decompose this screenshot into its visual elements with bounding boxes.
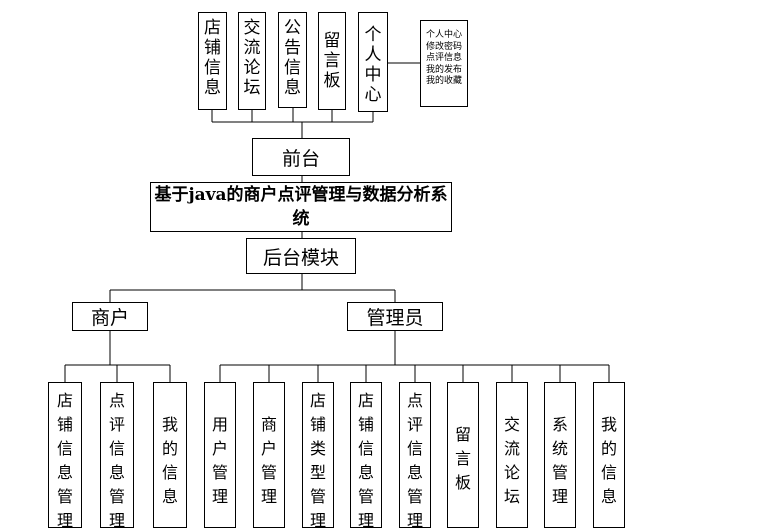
admin-module-label: 我的信息	[601, 415, 618, 506]
front-module-label: 店铺信息	[204, 18, 221, 98]
admin-module-label: 点评信息管理	[407, 391, 424, 530]
admin-module-label: 留言板	[455, 425, 472, 492]
admin-module-label: 交流论坛	[504, 415, 521, 506]
admin-module-forum: 交流论坛	[496, 382, 528, 528]
merchant-node-label: 商户	[90, 307, 129, 329]
admin-module-shop-type-mgmt: 店铺类型管理	[302, 382, 334, 530]
merchant-node: 商户	[72, 302, 148, 331]
note-line: 点评信息	[425, 53, 462, 63]
admin-module-system-mgmt: 系统管理	[544, 382, 576, 528]
admin-module-my-info: 我的信息	[593, 382, 625, 528]
admin-module-user-mgmt: 用户管理	[204, 382, 236, 528]
system-title-node: 基于java的商户点评管理与数据分析系统	[150, 182, 452, 232]
personal-center-note: 个人中心 修改密码 点评信息 我的发布 我的收藏	[420, 20, 468, 107]
front-module-shop-info: 店铺信息	[198, 12, 227, 110]
admin-node: 管理员	[347, 302, 443, 331]
note-line: 个人中心	[425, 30, 462, 40]
admin-node-label: 管理员	[366, 307, 424, 329]
front-module-personal-center: 个人中心	[358, 12, 388, 112]
admin-module-message-board: 留言板	[447, 382, 479, 528]
front-module-label: 留言板	[323, 31, 341, 91]
note-line: 修改密码	[425, 41, 462, 52]
note-line: 我的收藏	[425, 76, 462, 86]
front-node-label: 前台	[281, 147, 320, 170]
merchant-module-review-mgmt: 点评信息管理	[100, 382, 134, 530]
admin-module-label: 用户管理	[212, 415, 229, 506]
merchant-module-label: 点评信息管理	[109, 391, 126, 530]
front-node: 前台	[252, 138, 350, 176]
backend-node: 后台模块	[246, 238, 356, 274]
admin-module-label: 商户管理	[261, 415, 278, 506]
admin-module-label: 系统管理	[552, 415, 569, 506]
merchant-module-shop-info-mgmt: 店铺信息管理	[48, 382, 82, 530]
admin-module-shop-info-mgmt: 店铺信息管理	[350, 382, 382, 530]
front-module-label: 交流论坛	[243, 18, 261, 98]
merchant-module-label: 店铺信息管理	[57, 391, 74, 530]
merchant-module-my-info: 我的信息	[153, 382, 187, 528]
note-line: 我的发布	[425, 64, 462, 75]
front-module-message-board: 留言板	[318, 12, 346, 110]
admin-module-review-mgmt: 点评信息管理	[399, 382, 431, 530]
front-module-label: 个人中心	[364, 25, 382, 105]
front-module-announcements: 公告信息	[278, 12, 307, 108]
admin-module-label: 店铺信息管理	[358, 391, 375, 530]
front-module-forum: 交流论坛	[238, 12, 266, 110]
merchant-module-label: 我的信息	[162, 415, 179, 506]
admin-module-merchant-mgmt: 商户管理	[253, 382, 285, 528]
front-module-label: 公告信息	[284, 18, 301, 98]
admin-module-label: 店铺类型管理	[310, 391, 327, 530]
system-title: 基于java的商户点评管理与数据分析系统	[154, 185, 448, 229]
backend-node-label: 后台模块	[262, 246, 339, 269]
